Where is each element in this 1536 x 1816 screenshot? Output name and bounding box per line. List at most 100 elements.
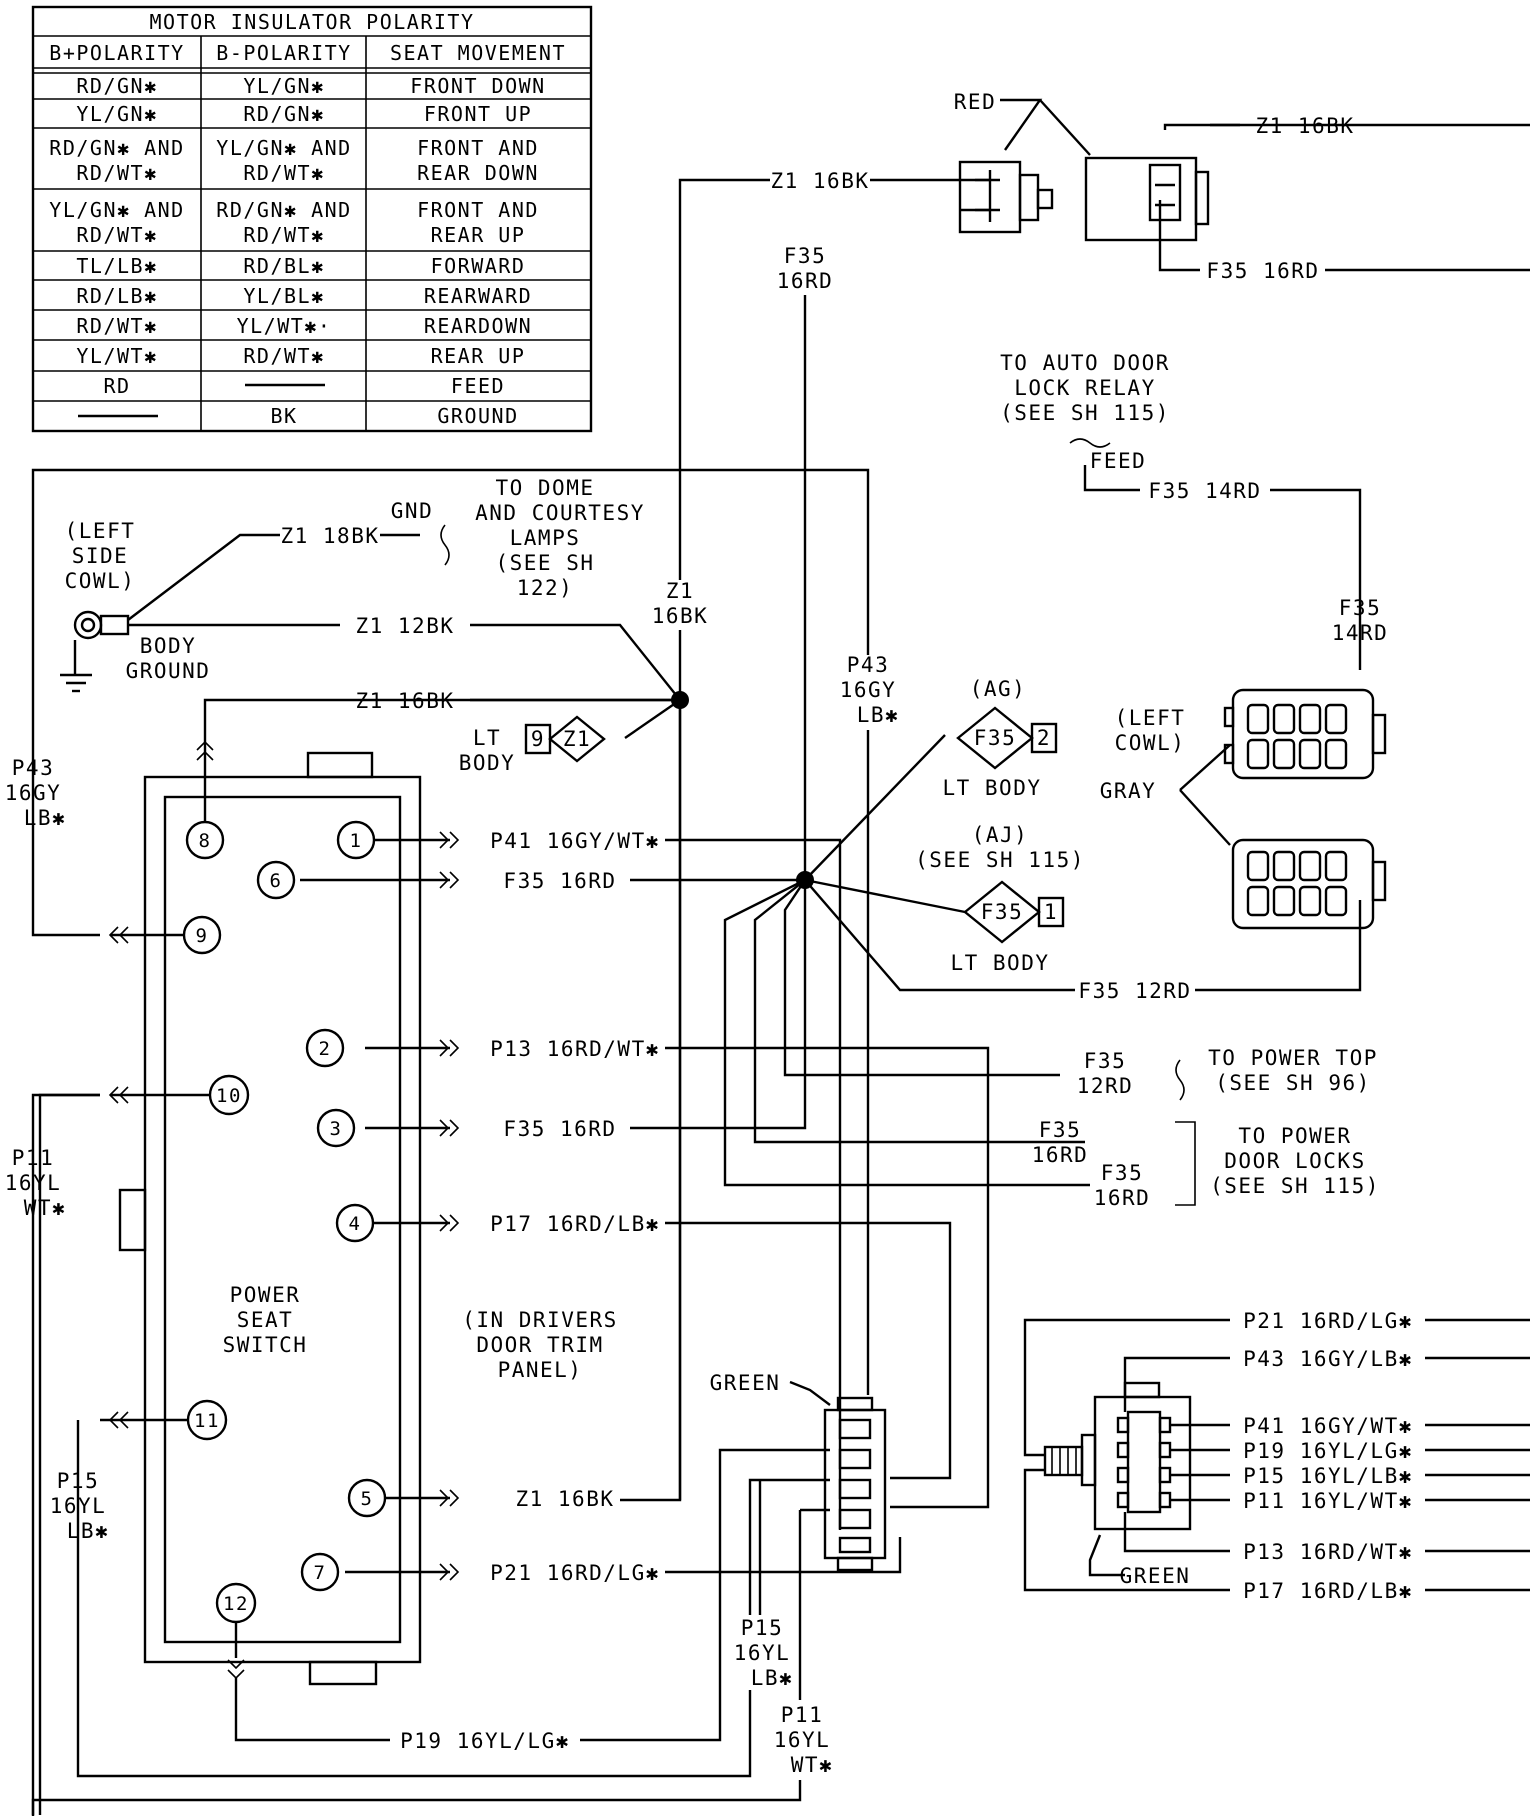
table-cell: YL/GN✱ — [76, 102, 157, 126]
wire-label-p17: P17 16RD/LB✱ — [490, 1212, 660, 1236]
table-cell: YL/WT✱ — [76, 344, 157, 368]
wire-label-z1-16bk-pin8: Z1 16BK — [355, 689, 454, 713]
connector-chevrons — [108, 740, 460, 1680]
wires — [31, 98, 1530, 1816]
green-connector-right — [1043, 1381, 1192, 1531]
splice-z1-name: Z1 — [563, 727, 591, 751]
wire-label-z1-16bk-top: Z1 16BK — [770, 169, 869, 193]
pin-3 — [316, 1108, 356, 1148]
table-cell: RD/WT✱ — [76, 314, 157, 338]
wire-label-right: P11 16YL/WT✱ — [1243, 1489, 1413, 1513]
cowl-connector-top — [1223, 688, 1387, 780]
relay-connector-mid — [958, 160, 1054, 234]
wire-label-right: P21 16RD/LG✱ — [1243, 1309, 1413, 1333]
pin-7 — [300, 1552, 340, 1592]
label-left-side-cowl: SIDE — [72, 544, 129, 568]
pin-9-label: 9 — [196, 925, 209, 947]
pin-12 — [215, 1582, 257, 1624]
table-cell: REAR DOWN — [417, 161, 539, 185]
wire-label-f35-vertical: F35 — [784, 244, 826, 268]
wire-label-f35-12rd-top: 12RD — [1077, 1074, 1134, 1098]
label-to-dome: 122) — [517, 576, 574, 600]
wire-label-p11-left: WT✱ — [24, 1196, 66, 1220]
wire-label-p15-bottom: 16YL — [734, 1641, 791, 1665]
wire-label-right: P17 16RD/LB✱ — [1243, 1579, 1413, 1603]
label-left-side-cowl: COWL) — [65, 569, 136, 593]
table-cell: FORWARD — [431, 254, 526, 278]
switch-location: DOOR TRIM — [476, 1333, 603, 1357]
pin-4-label: 4 — [349, 1213, 362, 1235]
wire-label-p11-left: 16YL — [5, 1171, 62, 1195]
wire-label-relay-f35: F35 16RD — [1206, 259, 1319, 283]
splice-aj-pin: 1 — [1044, 900, 1058, 924]
label-lt-body: LT — [473, 726, 501, 750]
table-cell: RD/GN✱ — [243, 102, 324, 126]
wire-label-p43-mid: 16GY — [840, 678, 897, 702]
wire-label-p15-bottom: P15 — [741, 1616, 783, 1640]
table-cell: REARDOWN — [424, 314, 532, 338]
label-left-cowl: (LEFT — [1115, 706, 1186, 730]
wire-label-z1-12bk: Z1 12BK — [355, 614, 454, 638]
wire-label-z1-vertical: 16BK — [652, 604, 709, 628]
wire-label-p15-bottom: LB✱ — [751, 1666, 793, 1690]
table-cell: RD/GN✱ AND — [216, 198, 351, 222]
cowl-connector-bottom — [1231, 838, 1387, 930]
wire-label-f35-vertical: 16RD — [777, 269, 834, 293]
pin-1-label: 1 — [350, 830, 363, 852]
label-green-mid: GREEN — [710, 1371, 781, 1395]
label-to-power-top: TO POWER TOP — [1208, 1046, 1378, 1070]
wire-label-z1-vertical: Z1 — [666, 579, 694, 603]
label-aj: (SEE SH 115) — [915, 848, 1085, 872]
label-lt-body-aj: LT BODY — [950, 951, 1049, 975]
pin-5-label: 5 — [361, 1488, 374, 1510]
wire-label-p11-bottom: WT✱ — [791, 1753, 833, 1777]
table-cell: RD/WT✱ — [243, 161, 324, 185]
table-cell: RD/LB✱ — [76, 284, 157, 308]
wire-label-right: P19 16YL/LG✱ — [1243, 1439, 1413, 1463]
wire-label-right: P43 16GY/LB✱ — [1243, 1347, 1413, 1371]
label-feed: FEED — [1090, 449, 1147, 473]
power-seat-switch: POWER SEAT SWITCH (IN DRIVERS DOOR TRIM … — [118, 751, 616, 1686]
wire-label-f35-pin3: F35 16RD — [503, 1117, 616, 1141]
splice-z1-diamond: 9 Z1 — [524, 715, 606, 763]
wire-label-p43-left: P43 — [12, 756, 54, 780]
table-cell: YL/BL✱ — [243, 284, 324, 308]
wire-label-p19: P19 16YL/LG✱ — [400, 1729, 570, 1753]
table-cell: YL/GN✱ AND — [216, 136, 351, 160]
wire-label-p41: P41 16GY/WT✱ — [490, 829, 660, 853]
pin-10-label: 10 — [216, 1085, 242, 1107]
wire-label-p15-left: LB✱ — [67, 1519, 109, 1543]
pin-1 — [336, 820, 376, 860]
wire-label-right: P13 16RD/WT✱ — [1243, 1540, 1413, 1564]
table-cell: BK — [270, 404, 297, 428]
label-to-dome: LAMPS — [510, 526, 581, 550]
switch-name: SEAT — [237, 1308, 294, 1332]
wire-label-p43-left: 16GY — [5, 781, 62, 805]
wire-label-p43-left: LB✱ — [24, 806, 66, 830]
label-mask — [662, 580, 698, 630]
splice-f35 — [796, 871, 814, 889]
table-cell: YL/WT✱· — [237, 314, 332, 338]
label-mask — [780, 245, 830, 295]
label-to-power-door-locks: TO POWER — [1238, 1124, 1351, 1148]
leader — [1088, 1534, 1125, 1577]
pin-8-label: 8 — [199, 830, 212, 852]
table-cell: TL/LB✱ — [76, 254, 157, 278]
table-cell: RD/GN✱ — [76, 74, 157, 98]
wire-label-p43-mid: P43 — [847, 653, 889, 677]
table-cell: FRONT DOWN — [410, 74, 545, 98]
wire-label-f35-12rd-top: F35 — [1084, 1049, 1126, 1073]
label-red: RED — [954, 90, 996, 114]
wire-label-f35-14rd-vertical: 14RD — [1332, 621, 1389, 645]
label-to-auto-door: TO AUTO DOOR — [1000, 351, 1170, 375]
wire-label-relay-z1: Z1 16BK — [1255, 114, 1354, 138]
wire-label-right: P15 16YL/LB✱ — [1243, 1464, 1413, 1488]
pin-6-label: 6 — [270, 870, 283, 892]
label-gnd: GND — [391, 499, 433, 523]
table-cell: GROUND — [437, 404, 518, 428]
pin-7-label: 7 — [314, 1562, 327, 1584]
pin-9 — [182, 915, 222, 955]
switch-name: POWER — [230, 1283, 301, 1307]
wire-label-f35-12rd: F35 12RD — [1078, 979, 1191, 1003]
label-to-auto-door: (SEE SH 115) — [1000, 401, 1170, 425]
